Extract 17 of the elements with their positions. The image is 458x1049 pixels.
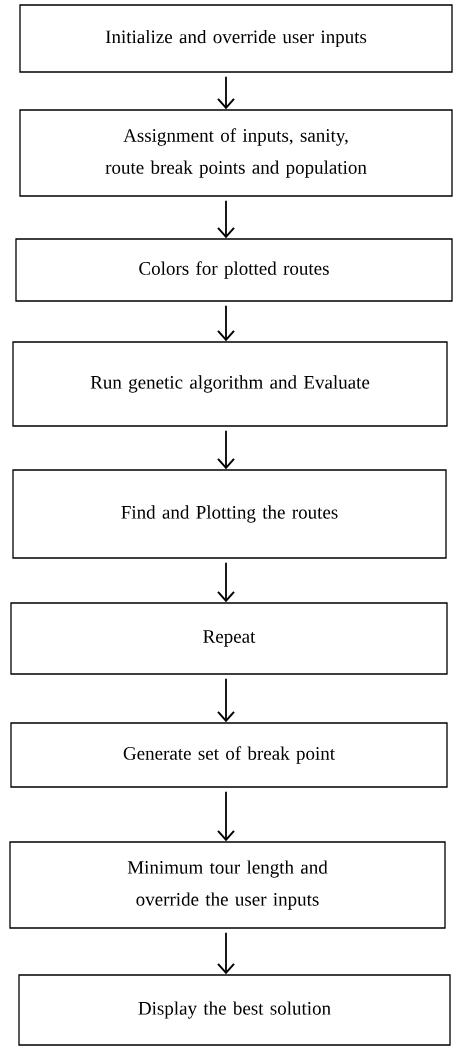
arrow <box>217 429 235 470</box>
arrow <box>217 677 235 723</box>
process-box: Assignment of inputs, sanity, route break points and population <box>19 109 453 197</box>
arrow <box>217 790 235 842</box>
arrow <box>217 199 235 239</box>
process-box: Generate set of break point <box>10 722 448 788</box>
process-box: Minimum tour length and override the user inputs <box>9 841 446 929</box>
arrow <box>217 75 235 110</box>
process-box: Find and Plotting the routes <box>12 469 447 559</box>
process-box: Colors for plotted routes <box>15 238 453 302</box>
arrow <box>217 304 235 342</box>
process-box: Run genetic algorithm and Evaluate <box>12 341 448 427</box>
process-box: Initialize and override user inputs <box>19 4 453 73</box>
process-box: Repeat <box>10 602 448 675</box>
arrow <box>217 561 235 603</box>
arrow <box>217 931 235 975</box>
process-box: Display the best solution <box>18 974 451 1046</box>
